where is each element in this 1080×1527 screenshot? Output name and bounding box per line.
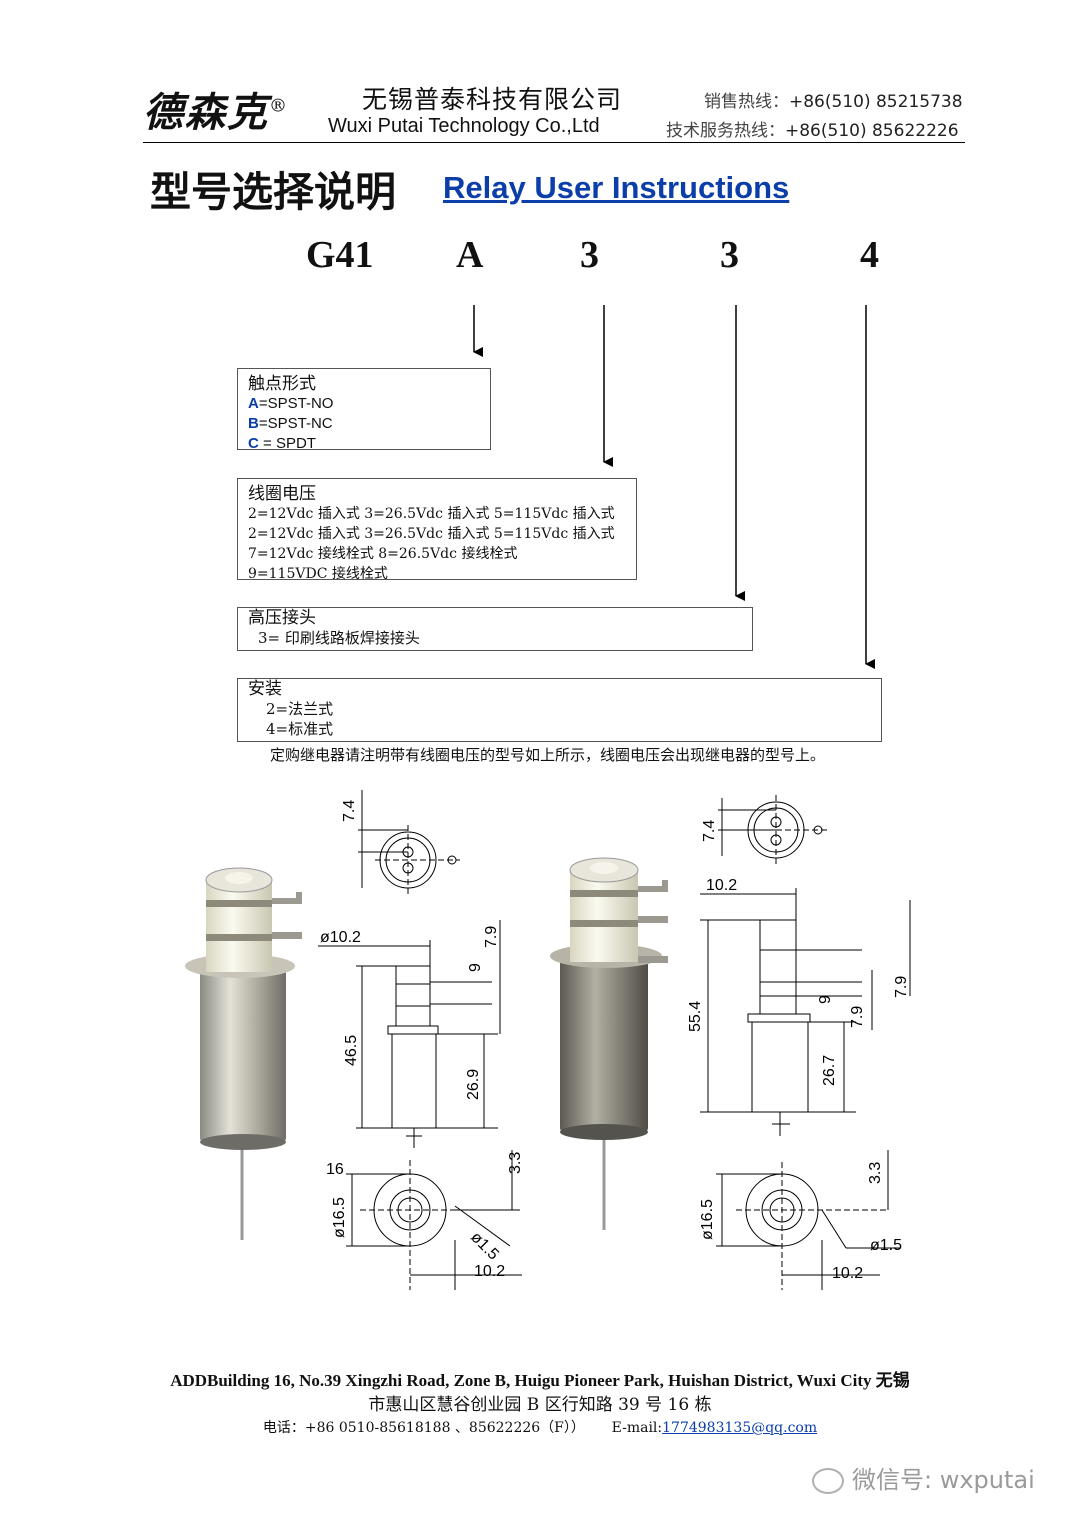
company-name-cn: 无锡普泰科技有限公司 [362, 85, 623, 114]
dim-label: ø1.5 [870, 1237, 902, 1254]
tech-hotline: 技术服务热线：+86(510) 85622226 [666, 116, 959, 141]
contact-option: B=SPST-NC [248, 415, 333, 432]
selection-arrows [473, 305, 875, 669]
tech-phone: +86(510) 85622226 [785, 121, 959, 141]
dim-label: 7.4 [701, 820, 718, 842]
dim-label: 26.9 [465, 1069, 482, 1100]
email-link[interactable]: 1774983135@qq.com [662, 1420, 818, 1436]
mounting-heading: 安装 [248, 679, 282, 699]
sales-hotline: 销售热线：+86(510) 85215738 [704, 87, 963, 112]
ordering-note: 定购继电器请注明带有线圈电压的型号如上所示，线圈电压会出现继电器的型号上。 [270, 746, 826, 764]
mounting-line: 2=法兰式 [266, 700, 334, 718]
sales-phone: +86(510) 85215738 [789, 92, 963, 112]
dim-label: 55.4 [687, 1001, 704, 1032]
dim-label: 9 [467, 963, 484, 972]
relay-photo-left [185, 867, 302, 1240]
dim-label: ø1.5 [467, 1229, 502, 1264]
dim-label: ø10.2 [320, 929, 361, 946]
dim-label: 10.2 [832, 1265, 863, 1282]
dim-label: 46.5 [343, 1035, 360, 1066]
hv-connector-line: 3= 印刷线路板焊接接头 [258, 629, 420, 647]
dim-label: ø16.5 [699, 1199, 716, 1240]
relay-drawings: 7.4 ø10.2 7.9 9 46.5 26.9 16 ø16.5 3.3 ø… [185, 790, 911, 1290]
contact-form-heading: 触点形式 [248, 374, 316, 394]
drawing-left [318, 790, 522, 1290]
contact-form-box: 触点形式 A=SPST-NO B=SPST-NC C = SPDT [237, 368, 491, 452]
logo-text: 德森克 [143, 89, 269, 136]
model-code-coil: 3 [580, 234, 599, 276]
registered-mark: ® [269, 95, 289, 117]
company-logo: 德森克® [143, 80, 289, 138]
mounting-line: 4=标准式 [266, 720, 334, 738]
company-name-en: Wuxi Putai Technology Co.,Ltd [328, 115, 600, 137]
coil-voltage-line: 7=12Vdc 接线栓式 8=26.5Vdc 接线栓式 [248, 546, 518, 562]
coil-voltage-line: 9=115VDC 接线栓式 [248, 566, 388, 582]
dims-left: 7.4 ø10.2 7.9 9 46.5 26.9 16 ø16.5 3.3 ø… [320, 800, 524, 1280]
tech-label: 技术服务热线： [666, 121, 785, 141]
address-en: ADDBuilding 16, No.39 Xingzhi Road, Zone… [170, 1371, 910, 1390]
email-label: E-mail: [611, 1420, 663, 1436]
contact-option: C = SPDT [248, 435, 316, 452]
dim-label: 16 [326, 1161, 344, 1178]
sales-label: 销售热线： [704, 92, 789, 112]
coil-voltage-line: 2=12Vdc 插入式 3=26.5Vdc 插入式 5=115Vdc 插入式 [248, 506, 615, 522]
dim-label: 7.4 [341, 800, 358, 822]
dim-label: 3.3 [507, 1152, 524, 1174]
dim-label: 9 [817, 995, 834, 1004]
mounting-box: 安装 2=法兰式 4=标准式 [237, 678, 882, 742]
model-code-hv: 3 [720, 234, 739, 276]
model-code-mount: 4 [860, 234, 879, 276]
dim-label: ø16.5 [331, 1197, 348, 1238]
coil-voltage-heading: 线圈电压 [248, 484, 316, 504]
drawing-right [700, 795, 911, 1290]
coil-voltage-box: 线圈电压 2=12Vdc 插入式 3=26.5Vdc 插入式 5=115Vdc … [237, 478, 637, 582]
contact-line: 电话：+86 0510-85618188 、85622226（F）） E-mai… [0, 1417, 1080, 1437]
coil-voltage-line: 2=12Vdc 插入式 3=26.5Vdc 插入式 5=115Vdc 插入式 [248, 526, 615, 542]
page-title-cn: 型号选择说明 [150, 168, 396, 216]
hv-connector-box: 高压接头 3= 印刷线路板焊接接头 [237, 607, 753, 651]
hv-connector-heading: 高压接头 [248, 608, 316, 628]
page-title-en: Relay User Instructions [443, 170, 790, 205]
header-divider [143, 142, 965, 143]
dims-right: 7.4 10.2 55.4 9 7.9 7.9 26.7 ø16.5 3.3 ø… [687, 820, 910, 1282]
model-code-series: G41 [306, 234, 374, 276]
dim-label: 26.7 [821, 1055, 838, 1086]
dim-label: 10.2 [474, 1263, 505, 1280]
wechat-watermark: 微信号: wxputai [812, 1460, 1035, 1495]
relay-photo-right [550, 857, 668, 1230]
dim-label: 10.2 [706, 877, 737, 894]
dim-label: 7.9 [483, 926, 500, 948]
wechat-icon [812, 1468, 844, 1494]
dim-label: 7.9 [849, 1006, 866, 1028]
phone-text: 电话：+86 0510-85618188 、85622226（F）） [262, 1420, 585, 1436]
contact-option: A=SPST-NO [248, 395, 334, 412]
dim-label: 3.3 [867, 1162, 884, 1184]
watermark-text: 微信号: wxputai [852, 1466, 1035, 1494]
dim-label: 7.9 [893, 976, 910, 998]
model-code-contact: A [456, 234, 484, 276]
address-cn: 市惠山区慧谷创业园 B 区行知路 39 号 16 栋 [368, 1395, 712, 1415]
